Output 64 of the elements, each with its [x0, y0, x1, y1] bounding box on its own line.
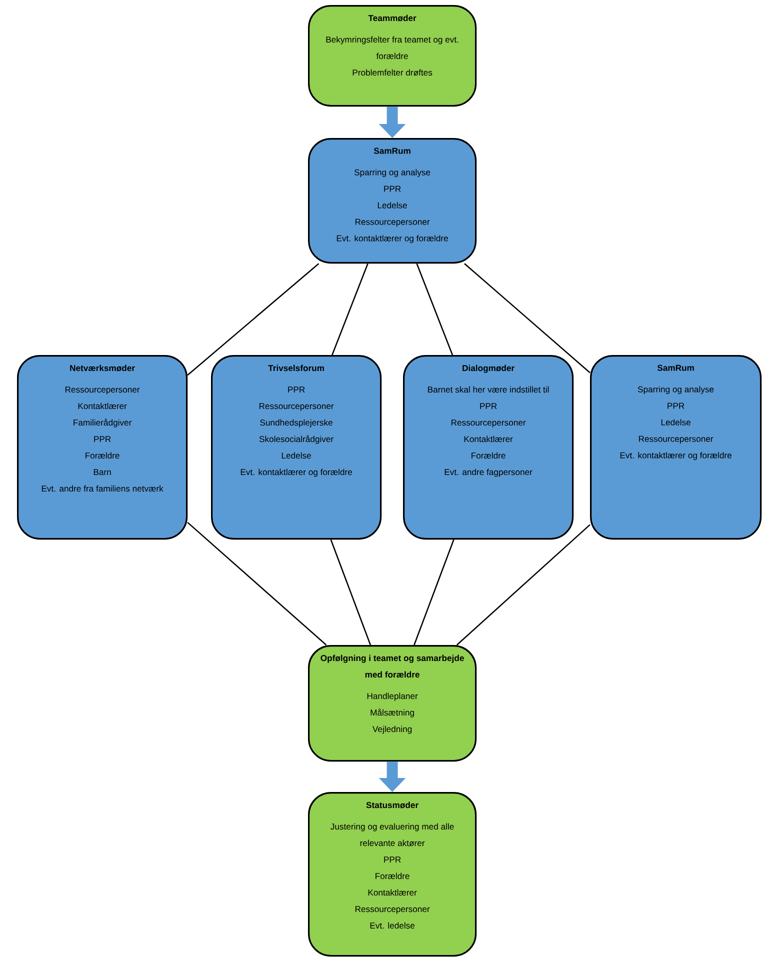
- list-item: Ressourcepersoner: [65, 386, 140, 394]
- connector-line: [332, 263, 368, 356]
- connector-line: [464, 263, 590, 374]
- process-box: [308, 792, 477, 957]
- list-item: Evt. kontaktlærer og forældre: [240, 468, 352, 477]
- list-item: Sundhedsplejerske: [260, 419, 332, 428]
- list-item: Justering og evaluering med alle relevante aktører: [330, 823, 454, 846]
- list-item: Sparring og analyse: [354, 169, 430, 178]
- box-title: Dialogmøder: [462, 364, 514, 373]
- list-item: Kontaktlærer: [464, 436, 513, 442]
- list-item: PPR: [668, 402, 684, 409]
- list-item: Ledelse: [282, 452, 311, 459]
- list-item: Sparring og analyse: [638, 386, 714, 394]
- connector-line: [187, 522, 327, 646]
- box-title: Teammøder: [368, 14, 416, 22]
- list-item: PPR: [480, 403, 497, 410]
- process-box: [211, 355, 382, 540]
- list-item: Ledelse: [378, 202, 407, 208]
- list-item: Familierådgiver: [74, 418, 132, 428]
- list-item: Ressourcepersoner: [355, 218, 430, 227]
- list-item: Ressourcepersoner: [355, 906, 430, 914]
- list-item: Ressourcepersoner: [451, 420, 526, 428]
- box-title: Statusmøder: [366, 802, 418, 808]
- list-item: Evt. andre fra familiens netværk: [42, 485, 164, 492]
- list-item: PPR: [384, 856, 401, 863]
- list-item: Handleplaner: [367, 692, 418, 701]
- process-box: [308, 138, 477, 264]
- list-item: Barnet skal her være indstillet til: [428, 386, 549, 393]
- list-item: Bekymringsfelter fra teamet og evt. forældre: [326, 36, 458, 60]
- list-item: Kontaktlærer: [78, 402, 127, 410]
- list-item: Målsætning: [370, 708, 414, 718]
- box-title: Trivselsforum: [268, 364, 324, 372]
- process-box: [308, 5, 477, 107]
- list-item: Evt. kontaktlærer og forældre: [620, 452, 732, 460]
- connector-line: [416, 263, 454, 356]
- list-item: Forældre: [86, 452, 120, 459]
- process-box: [403, 355, 574, 540]
- box-title: SamRum: [657, 364, 694, 371]
- box-title: Netværksmøder: [70, 364, 135, 372]
- process-box: [308, 645, 477, 762]
- list-item: Problemfelter drøftes: [352, 69, 432, 76]
- list-item: Ressourcepersoner: [638, 436, 714, 444]
- list-item: Evt. kontaktlærer og forældre: [336, 235, 448, 244]
- list-item: Kontaktlærer: [368, 889, 417, 896]
- list-item: PPR: [94, 436, 111, 442]
- list-item: Skolesocialrådgiver: [259, 435, 334, 444]
- connector-line: [414, 539, 454, 646]
- connector-line: [187, 263, 320, 376]
- box-title: Opfølgning i teamet og samarbejde med forældre: [320, 654, 464, 678]
- list-item: PPR: [288, 386, 305, 393]
- list-item: Evt. andre fagpersoner: [444, 468, 532, 477]
- box-title: SamRum: [374, 148, 410, 154]
- list-item: Forældre: [376, 872, 410, 880]
- list-item: Forældre: [472, 452, 506, 459]
- process-box: [17, 355, 188, 540]
- list-item: PPR: [384, 186, 401, 192]
- list-item: Vejledning: [372, 726, 412, 734]
- list-item: Ledelse: [661, 419, 690, 426]
- process-box: [590, 355, 762, 540]
- list-item: Barn: [94, 469, 111, 476]
- connector-line: [456, 524, 590, 646]
- list-item: Evt. ledelse: [370, 922, 415, 929]
- connector-line: [330, 539, 372, 646]
- list-item: Ressourcepersoner: [259, 403, 334, 411]
